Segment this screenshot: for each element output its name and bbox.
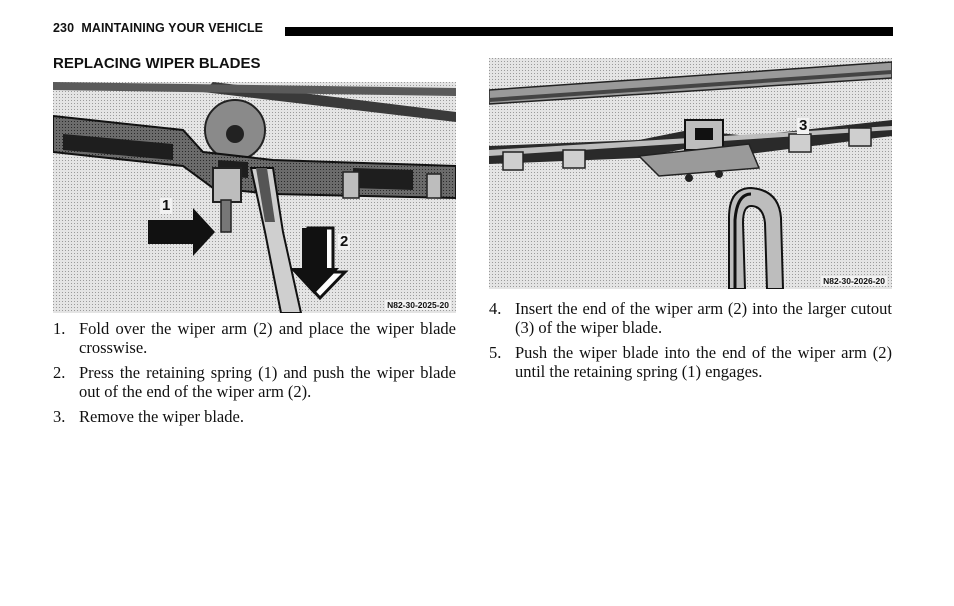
step-text: Push the wiper blade into the end of the… bbox=[515, 343, 892, 381]
page-number: 230 bbox=[53, 21, 75, 35]
step-number: 1. bbox=[53, 319, 66, 338]
header-text: 230 MAINTAINING YOUR VEHICLE bbox=[53, 21, 263, 35]
figure-id-label: N82-30-2026-20 bbox=[821, 276, 887, 286]
step-number: 2. bbox=[53, 363, 66, 382]
step-text: Insert the end of the wiper arm (2) into… bbox=[515, 299, 892, 337]
figure-wiper-install: 3 N82-30-2026-20 bbox=[489, 58, 892, 289]
step-item: 5. Push the wiper blade into the end of t… bbox=[489, 343, 892, 381]
step-item: 3. Remove the wiper blade. bbox=[53, 407, 456, 427]
section-title: REPLACING WIPER BLADES bbox=[53, 55, 261, 72]
step-text: Press the retaining spring (1) and push … bbox=[79, 363, 456, 401]
wiper-install-illustration bbox=[489, 58, 892, 289]
page-header: 230 MAINTAINING YOUR VEHICLE bbox=[53, 21, 893, 37]
callout-1: 1 bbox=[160, 197, 173, 214]
figure-wiper-removal: 1 2 N82-30-2025-20 bbox=[53, 82, 456, 313]
wiper-removal-illustration bbox=[53, 82, 456, 313]
step-text: Fold over the wiper arm (2) and place th… bbox=[79, 319, 456, 357]
header-rule bbox=[285, 27, 893, 36]
step-item: 2. Press the retaining spring (1) and pus… bbox=[53, 363, 456, 401]
steps-list-left: 1. Fold over the wiper arm (2) and place … bbox=[53, 319, 456, 434]
step-item: 4. Insert the end of the wiper arm (2) in… bbox=[489, 299, 892, 337]
step-text: Remove the wiper blade. bbox=[79, 407, 244, 426]
step-item: 1. Fold over the wiper arm (2) and place … bbox=[53, 319, 456, 357]
step-number: 4. bbox=[489, 299, 502, 318]
callout-3: 3 bbox=[797, 117, 810, 134]
steps-list-right: 4. Insert the end of the wiper arm (2) in… bbox=[489, 299, 892, 388]
step-number: 3. bbox=[53, 407, 66, 426]
callout-2: 2 bbox=[338, 233, 351, 250]
figure-id-label: N82-30-2025-20 bbox=[385, 300, 451, 310]
step-number: 5. bbox=[489, 343, 502, 362]
chapter-title: MAINTAINING YOUR VEHICLE bbox=[81, 21, 264, 35]
